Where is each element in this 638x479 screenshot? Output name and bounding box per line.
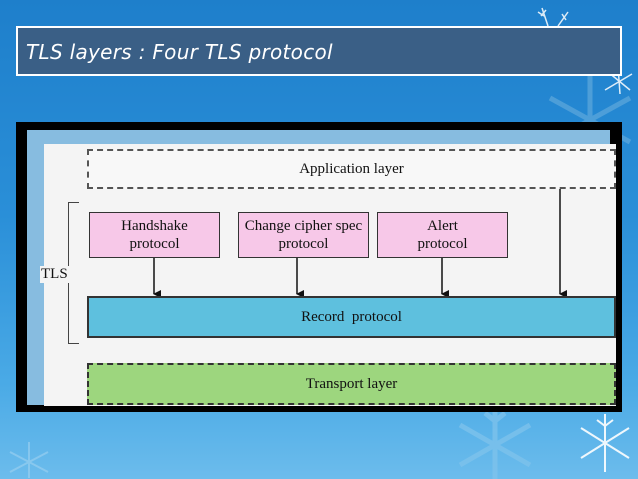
record-protocol-box: Record protocol <box>87 296 616 338</box>
application-layer-box: Application layer <box>87 149 616 189</box>
handshake-protocol-line1: Handshake <box>121 218 188 234</box>
flow-arrows <box>153 189 567 298</box>
change-cipher-spec-protocol-box: Change cipher spec protocol <box>238 212 369 258</box>
tls-label: TLS <box>40 266 69 283</box>
alert-protocol-line2: protocol <box>417 236 468 252</box>
snowflake-icon <box>537 7 569 27</box>
slide-title-bar: TLS layers : Four TLS protocol <box>16 26 622 76</box>
change-cipher-spec-protocol-line1: Change cipher spec <box>244 218 363 234</box>
tls-diagram: Application layer TLS Handshake protocol… <box>40 144 616 406</box>
snowflake-icon <box>9 442 49 478</box>
alert-protocol-line1: Alert <box>427 218 458 234</box>
diagram-frame-inner: Application layer TLS Handshake protocol… <box>27 130 616 406</box>
handshake-protocol-box: Handshake protocol <box>89 212 220 258</box>
snowflake-icon <box>580 414 630 472</box>
change-cipher-spec-protocol-line2: protocol <box>278 236 329 252</box>
application-layer-label: Application layer <box>299 160 404 177</box>
transport-layer-label: Transport layer <box>305 375 398 392</box>
transport-layer-box: Transport layer <box>87 363 616 405</box>
alert-protocol-box: Alert protocol <box>377 212 508 258</box>
record-protocol-label: Record protocol <box>301 308 402 325</box>
snowflake-icon <box>458 407 532 479</box>
handshake-protocol-line2: protocol <box>129 236 180 252</box>
slide-title: TLS layers : Four TLS protocol <box>26 40 333 64</box>
diagram-frame: Application layer TLS Handshake protocol… <box>16 122 622 412</box>
